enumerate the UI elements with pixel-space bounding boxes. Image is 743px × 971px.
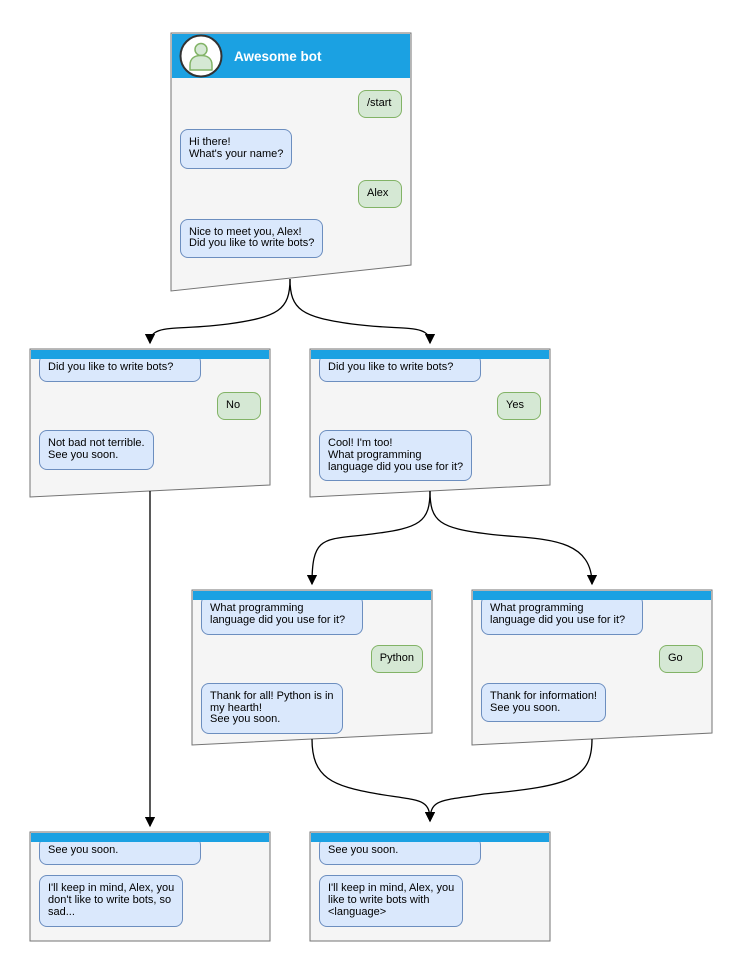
bot-message-bubble: Nice to meet you, Alex! Did you like to … [180,218,324,259]
avatar [179,34,223,78]
user-message-bubble: No [217,391,261,420]
node-header-strip [311,833,549,842]
bot-message-bubble: Thank for all! Python is in my hearth! S… [201,682,343,735]
message-list: See you soon. I'll keep in mind, Alex, y… [310,837,550,927]
bot-message-bubble: Not bad not terrible. See you soon. [39,429,154,470]
arrow-branch-yes-to-python [306,490,431,586]
message-list: See you soon. I'll keep in mind, Alex, y… [30,837,270,927]
bot-message-bubble: Cool! I'm too! What programming language… [319,429,473,482]
arrow-root-to-branch-yes [289,278,436,345]
node-header-strip [473,591,711,600]
node-header-strip [311,350,549,359]
bot-message-bubble: Thank for information! See you soon. [481,682,606,723]
arrow-go-to-end-yes [424,738,593,823]
chat-node-branch-no: Did you like to write bots? No Not bad n… [30,349,270,470]
chat-node-branch-yes: Did you like to write bots? Yes Cool! I'… [310,349,550,482]
chat-node-end-yes: See you soon. I'll keep in mind, Alex, y… [310,832,550,927]
user-message-bubble: Yes [497,391,541,420]
message-list: Did you like to write bots? No Not bad n… [30,354,270,470]
chat-node-go: What programming language did you use fo… [472,590,712,723]
user-message-bubble: Go [659,644,703,673]
user-message-bubble: /start [358,90,402,118]
arrow-python-to-end-yes [311,738,436,823]
message-list: /start Hi there! What's your name? Alex … [171,90,411,259]
message-list: What programming language did you use fo… [192,595,432,735]
message-list: What programming language did you use fo… [472,595,712,723]
bot-title: Awesome bot [234,48,322,64]
message-list: Did you like to write bots? Yes Cool! I'… [310,354,550,482]
chat-node-python: What programming language did you use fo… [192,590,432,735]
chat-node-end-no: See you soon. I'll keep in mind, Alex, y… [30,832,270,927]
node-header-strip [31,350,269,359]
bot-message-bubble: I'll keep in mind, Alex, you like to wri… [319,874,464,927]
node-header-strip [193,591,431,600]
bot-message-bubble: Hi there! What's your name? [180,128,293,169]
bot-message-bubble: What programming language did you use fo… [201,595,363,635]
user-message-bubble: Alex [358,179,402,208]
user-message-bubble: Python [370,644,423,673]
person-icon [189,42,213,71]
bot-message-bubble: What programming language did you use fo… [481,595,643,635]
chat-node-root: Awesome bot /start Hi there! What's your… [171,33,411,259]
chat-header: Awesome bot [172,34,410,78]
arrow-root-to-branch-no [144,278,291,345]
node-header-strip [31,833,269,842]
bot-message-bubble: I'll keep in mind, Alex, you don't like … [39,874,184,927]
arrow-branch-yes-to-go [429,490,598,586]
